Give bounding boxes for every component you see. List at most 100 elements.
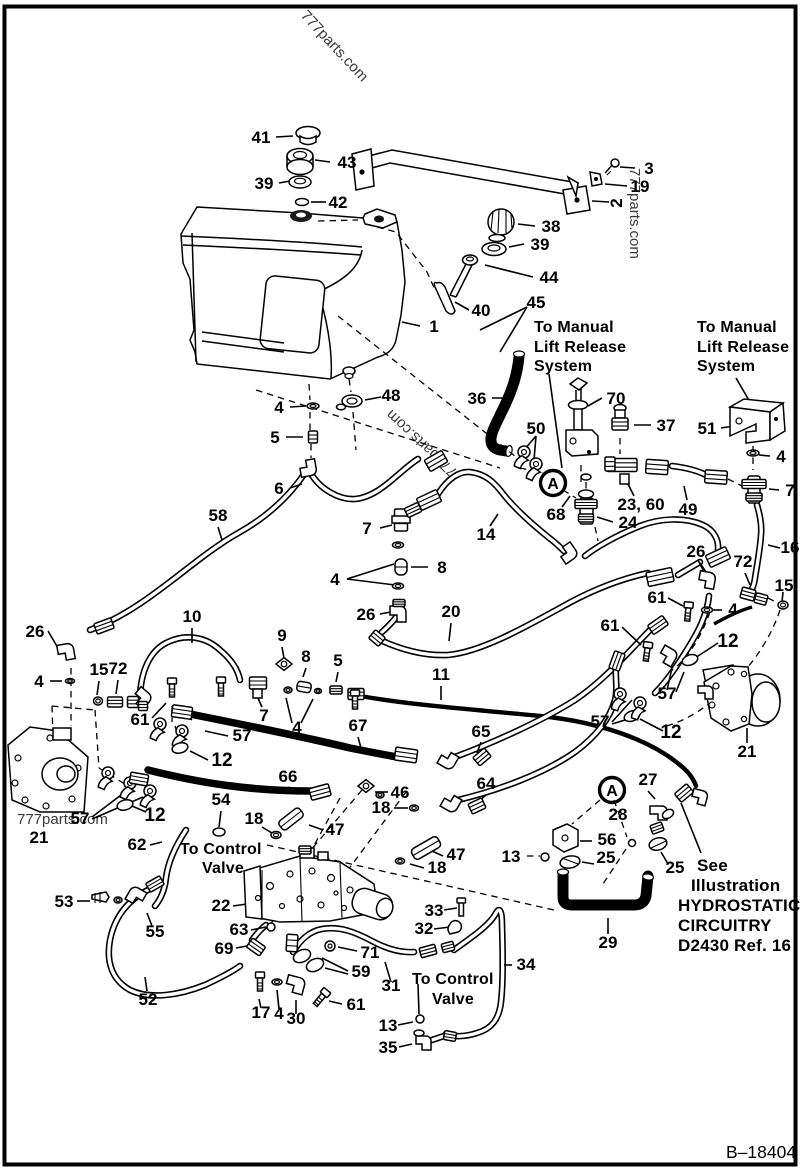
svg-text:B–18404: B–18404 <box>726 1142 796 1162</box>
svg-text:50: 50 <box>527 419 546 438</box>
svg-text:67: 67 <box>349 716 368 735</box>
svg-text:70: 70 <box>607 389 626 408</box>
svg-text:14: 14 <box>477 525 496 544</box>
svg-text:31: 31 <box>382 976 401 995</box>
svg-text:16: 16 <box>781 538 800 557</box>
svg-text:19: 19 <box>631 177 650 196</box>
svg-text:3: 3 <box>644 159 653 178</box>
svg-text:48: 48 <box>382 386 401 405</box>
svg-text:21: 21 <box>738 742 757 761</box>
svg-text:29: 29 <box>599 933 618 952</box>
svg-text:26: 26 <box>357 605 376 624</box>
svg-text:21: 21 <box>30 828 49 847</box>
svg-text:Valve: Valve <box>432 991 474 1008</box>
svg-text:62: 62 <box>128 835 147 854</box>
svg-text:CIRCUITRY: CIRCUITRY <box>678 916 772 935</box>
svg-text:68: 68 <box>547 505 566 524</box>
svg-text:System: System <box>697 358 755 375</box>
svg-text:61: 61 <box>347 995 366 1014</box>
svg-text:13: 13 <box>379 1016 398 1035</box>
svg-text:To Manual: To Manual <box>534 319 614 336</box>
svg-text:To Control: To Control <box>180 841 262 858</box>
svg-text:777parts.com: 777parts.com <box>17 811 108 828</box>
svg-text:35: 35 <box>379 1038 398 1057</box>
svg-text:46: 46 <box>391 783 410 802</box>
svg-text:57: 57 <box>233 726 252 745</box>
svg-text:8: 8 <box>301 647 310 666</box>
svg-text:47: 47 <box>447 845 466 864</box>
svg-text:4: 4 <box>728 600 738 619</box>
svg-text:4: 4 <box>292 718 302 737</box>
svg-text:25: 25 <box>666 858 685 877</box>
svg-text:11: 11 <box>432 665 450 684</box>
svg-text:66: 66 <box>279 767 298 786</box>
svg-text:4: 4 <box>776 447 786 466</box>
svg-text:37: 37 <box>657 416 676 435</box>
svg-text:2: 2 <box>607 198 626 207</box>
svg-text:12: 12 <box>144 805 165 826</box>
svg-text:8: 8 <box>437 558 446 577</box>
svg-text:15: 15 <box>775 576 794 595</box>
svg-text:30: 30 <box>287 1009 306 1028</box>
svg-text:28: 28 <box>609 805 628 824</box>
svg-text:57: 57 <box>591 712 610 731</box>
svg-text:5: 5 <box>333 651 342 670</box>
svg-text:69: 69 <box>215 939 234 958</box>
svg-text:25: 25 <box>597 848 616 867</box>
svg-text:40: 40 <box>472 301 491 320</box>
svg-text:61: 61 <box>131 710 150 729</box>
svg-text:39: 39 <box>531 235 550 254</box>
svg-text:To Control: To Control <box>412 971 494 988</box>
svg-text:56: 56 <box>598 830 617 849</box>
svg-text:71: 71 <box>361 943 380 962</box>
svg-text:26: 26 <box>687 542 706 561</box>
svg-text:24: 24 <box>619 513 638 532</box>
svg-text:13: 13 <box>502 847 521 866</box>
svg-text:59: 59 <box>352 962 371 981</box>
svg-text:4: 4 <box>274 398 284 417</box>
svg-text:17: 17 <box>252 1003 271 1022</box>
svg-text:7: 7 <box>259 706 268 725</box>
svg-text:15: 15 <box>90 660 109 679</box>
svg-text:34: 34 <box>517 955 536 974</box>
svg-text:To Manual: To Manual <box>697 319 777 336</box>
svg-text:System: System <box>534 358 592 375</box>
svg-text:18: 18 <box>428 858 447 877</box>
svg-text:5: 5 <box>270 428 279 447</box>
svg-text:36: 36 <box>468 389 487 408</box>
svg-text:42: 42 <box>329 193 348 212</box>
svg-text:47: 47 <box>326 820 345 839</box>
svg-text:33: 33 <box>425 901 444 920</box>
svg-text:51: 51 <box>698 419 717 438</box>
svg-text:4: 4 <box>330 570 340 589</box>
svg-text:23, 60: 23, 60 <box>617 495 664 514</box>
svg-text:12: 12 <box>717 631 738 652</box>
svg-text:49: 49 <box>679 500 698 519</box>
svg-text:A: A <box>606 783 618 800</box>
svg-text:10: 10 <box>183 607 202 626</box>
svg-text:See: See <box>697 856 728 875</box>
svg-text:Valve: Valve <box>202 860 244 877</box>
svg-text:27: 27 <box>639 770 658 789</box>
svg-text:D2430 Ref. 16: D2430 Ref. 16 <box>678 936 791 955</box>
svg-text:7: 7 <box>362 519 371 538</box>
svg-text:26: 26 <box>26 622 45 641</box>
svg-text:65: 65 <box>472 722 491 741</box>
svg-text:54: 54 <box>212 790 231 809</box>
svg-text:55: 55 <box>146 922 165 941</box>
svg-text:61: 61 <box>648 588 667 607</box>
svg-text:6: 6 <box>274 479 283 498</box>
svg-text:9: 9 <box>277 626 286 645</box>
svg-text:45: 45 <box>527 293 546 312</box>
svg-text:1: 1 <box>429 317 438 336</box>
svg-text:A: A <box>547 476 559 493</box>
svg-text:58: 58 <box>209 506 228 525</box>
svg-text:52: 52 <box>139 990 158 1009</box>
svg-text:38: 38 <box>542 217 561 236</box>
svg-text:61: 61 <box>601 616 620 635</box>
svg-text:Illustration: Illustration <box>691 876 780 895</box>
svg-text:39: 39 <box>255 174 274 193</box>
svg-text:Lift Release: Lift Release <box>697 339 789 356</box>
svg-text:63: 63 <box>230 920 249 939</box>
svg-text:43: 43 <box>338 153 357 172</box>
